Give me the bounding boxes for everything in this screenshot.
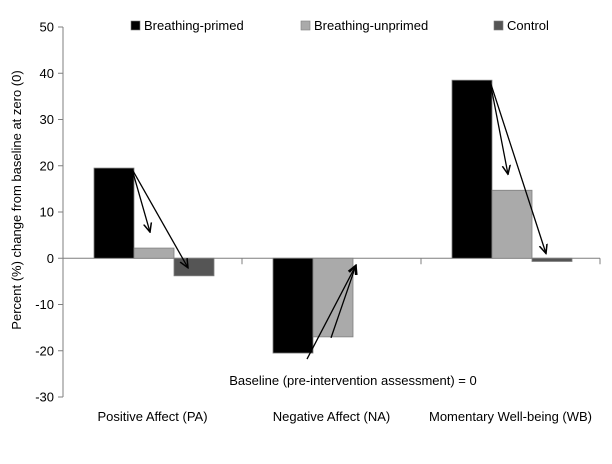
legend-swatch xyxy=(130,20,141,31)
y-tick-label: 50 xyxy=(40,20,54,35)
x-category-label: Positive Affect (PA) xyxy=(97,409,207,424)
comparison-arrow xyxy=(489,81,508,174)
comparison-arrow xyxy=(131,168,188,268)
legend-swatch xyxy=(300,20,311,31)
baseline-note: Baseline (pre-intervention assessment) =… xyxy=(229,373,476,388)
bar-3-3 xyxy=(531,257,573,262)
bar-3-1 xyxy=(173,257,215,277)
comparison-arrow xyxy=(306,265,356,360)
y-tick-label: -30 xyxy=(35,390,54,405)
comparison-arrow xyxy=(489,80,546,253)
y-tick-label: 10 xyxy=(40,205,54,220)
legend-label: Breathing-unprimed xyxy=(314,18,428,33)
bar-1-2 xyxy=(272,257,314,354)
legend: Breathing-primed Breathing-unprimed Contro… xyxy=(130,18,549,33)
y-tick-label: 0 xyxy=(47,251,54,266)
legend-label: Control xyxy=(507,18,549,33)
y-axis-title: Percent (%) change from baseline at zero… xyxy=(9,70,24,329)
x-category-label: Negative Affect (NA) xyxy=(273,409,391,424)
bars-layer xyxy=(93,79,573,354)
x-category-label: Momentary Well-being (WB) xyxy=(429,409,592,424)
comparison-arrow xyxy=(330,265,356,339)
bar-1-3 xyxy=(451,79,493,259)
y-tick-label: 20 xyxy=(40,158,54,173)
bar-2-2 xyxy=(312,257,354,338)
bar-2-3 xyxy=(491,189,533,259)
arrows-layer xyxy=(131,80,546,360)
y-tick-label: 30 xyxy=(40,112,54,127)
legend-swatch xyxy=(493,20,504,31)
bar-2-1 xyxy=(133,247,175,259)
y-tick-label: 40 xyxy=(40,66,54,81)
bar-1-1 xyxy=(93,167,135,259)
y-tick-label: -20 xyxy=(35,343,54,358)
legend-label: Breathing-primed xyxy=(144,18,244,33)
comparison-arrow xyxy=(131,168,150,232)
y-tick-label: -10 xyxy=(35,297,54,312)
